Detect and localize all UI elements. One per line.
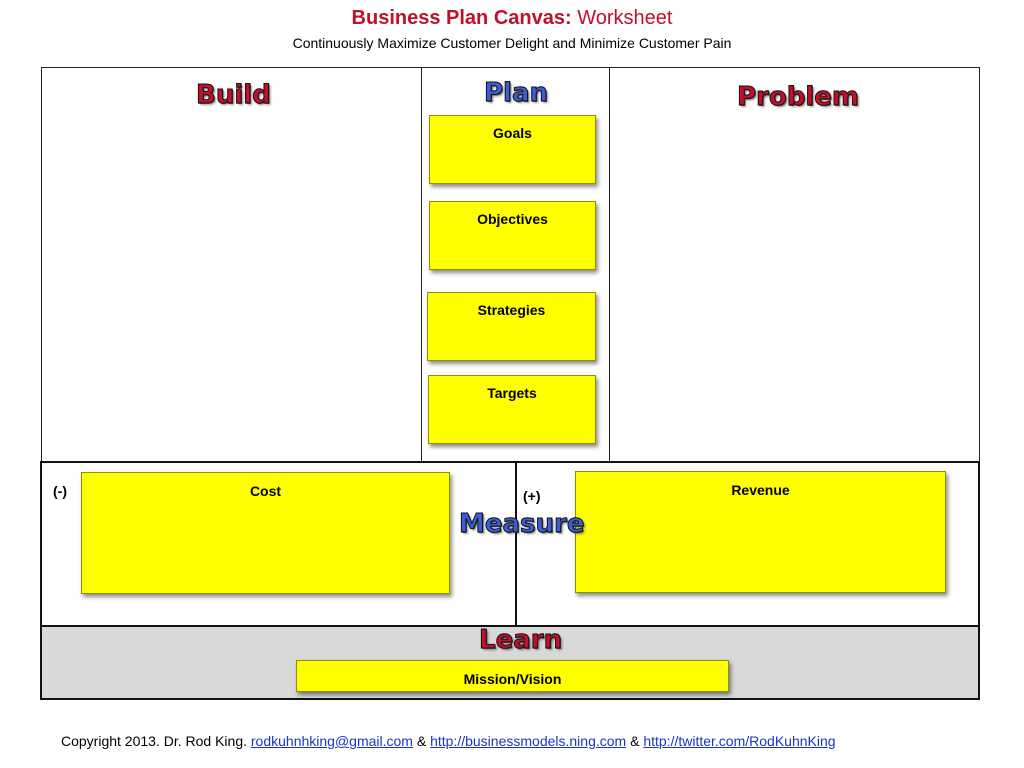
plan-heading: Plan [483,78,549,109]
site-link[interactable]: http://businessmodels.ning.com [430,733,627,749]
title-bold: Business Plan Canvas: [351,7,572,29]
twitter-link[interactable]: http://twitter.com/RodKuhnKing [643,733,836,749]
ampersand: & [416,733,427,749]
email-link[interactable]: rodkuhnhking@gmail.com [250,733,413,749]
targets-note[interactable]: Targets [428,375,596,444]
goals-note[interactable]: Goals [429,115,596,184]
ampersand: & [630,733,640,749]
page-title: Business Plan Canvas: Worksheet [0,5,1024,31]
objectives-note[interactable]: Objectives [429,201,596,270]
page-subtitle: Continuously Maximize Customer Delight a… [292,35,732,51]
title-rest: Worksheet [577,7,673,29]
mission-vision-note[interactable]: Mission/Vision [296,660,729,692]
measure-heading: Measure [459,509,585,540]
build-heading: Build [196,80,272,111]
plan-problem-divider [609,67,610,463]
footer: Copyright 2013. Dr. Rod King. rodkuhnhki… [61,732,836,750]
cost-note[interactable]: Cost [81,472,450,594]
strategies-note[interactable]: Strategies [427,292,596,361]
build-plan-divider [421,67,422,463]
minus-sign: (-) [53,483,67,499]
plus-sign: (+) [523,488,541,504]
revenue-note[interactable]: Revenue [575,471,946,593]
learn-heading: Learn [478,625,563,656]
problem-heading: Problem [737,82,860,113]
copyright-text: Copyright 2013. Dr. Rod King. [61,733,247,749]
